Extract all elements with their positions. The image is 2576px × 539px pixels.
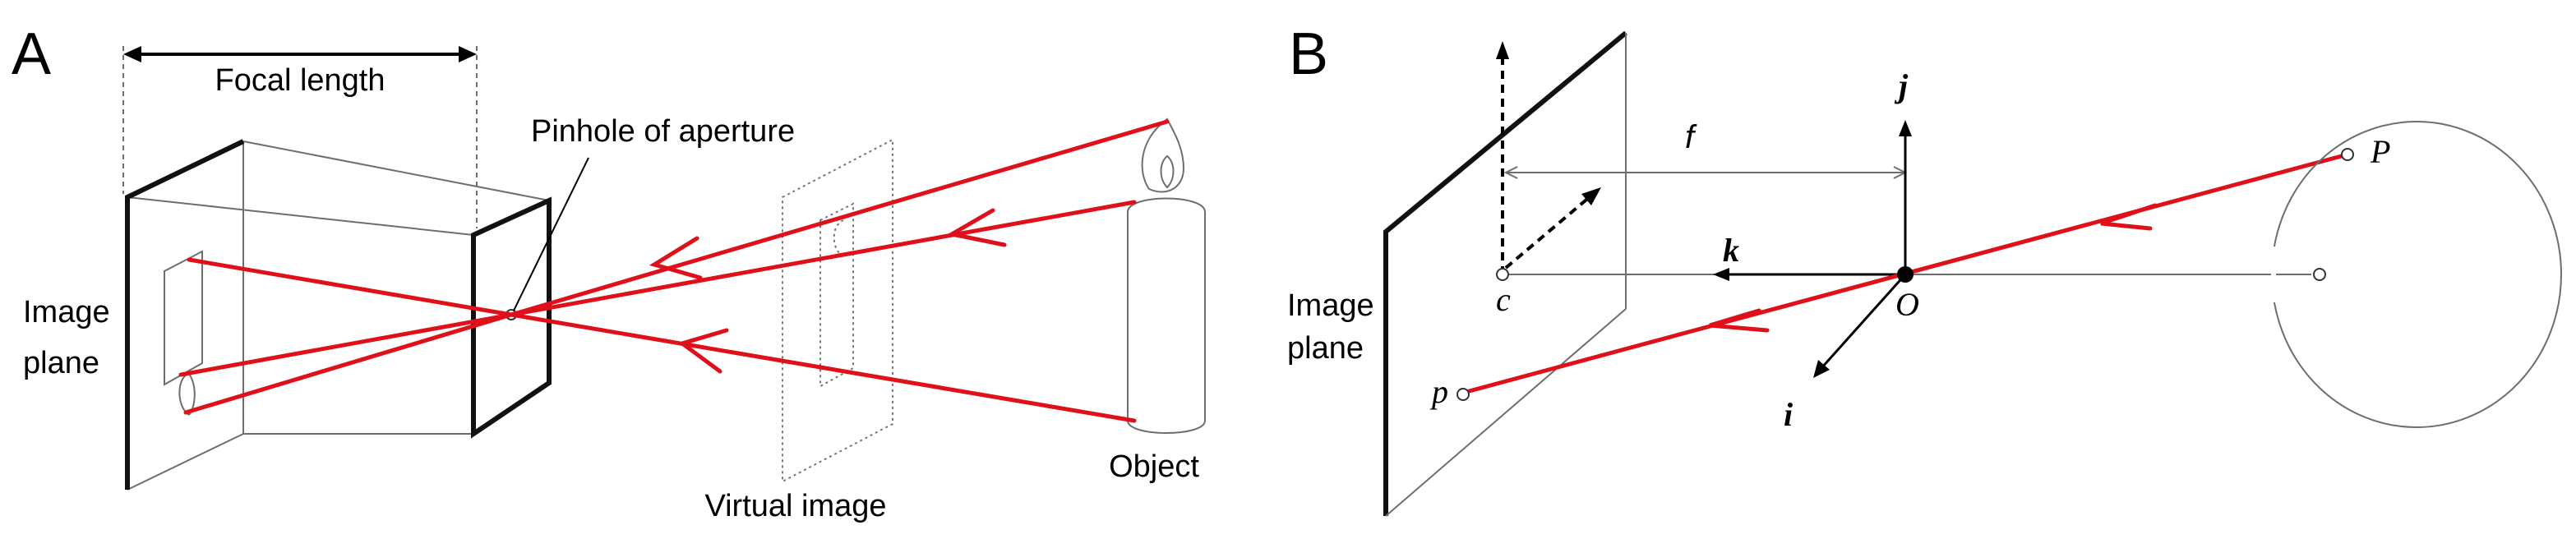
c-label: c bbox=[1496, 281, 1511, 318]
image-plane-label-a-2: plane bbox=[23, 346, 99, 380]
principal-point-c bbox=[1496, 268, 1509, 281]
image-plane-label-a-1: Image bbox=[23, 295, 110, 329]
inverted-candle-image bbox=[164, 250, 203, 416]
object-ellipse bbox=[2271, 121, 2562, 428]
panel-b: B Image plane f c bbox=[1287, 21, 2562, 517]
pinhole-leader-line bbox=[513, 157, 589, 311]
panel-a-letter: A bbox=[12, 21, 51, 87]
P-label: P bbox=[2370, 133, 2390, 170]
o-label: O bbox=[1895, 286, 1919, 323]
axis-point-on-object bbox=[2313, 268, 2326, 281]
focal-length-arrow bbox=[122, 46, 478, 228]
panel-a: A Focal length bbox=[12, 21, 1206, 523]
virtual-image-label: Virtual image bbox=[704, 489, 886, 523]
image-plane-label-b-1: Image bbox=[1287, 288, 1374, 323]
f-label: f bbox=[1685, 119, 1697, 155]
panel-b-letter: B bbox=[1289, 21, 1328, 87]
image-point-p bbox=[1457, 388, 1470, 401]
candle-object bbox=[1127, 117, 1206, 434]
camera-box bbox=[125, 139, 552, 491]
focal-distance-f bbox=[1503, 166, 1908, 179]
image-plane-b bbox=[1383, 30, 1627, 517]
object-label: Object bbox=[1109, 449, 1199, 484]
world-point-P bbox=[2341, 148, 2354, 161]
image-plane-label-b-2: plane bbox=[1287, 331, 1364, 366]
k-label: k bbox=[1723, 232, 1739, 269]
optical-center-o bbox=[1897, 266, 1914, 283]
i-label: i bbox=[1784, 396, 1793, 433]
focal-length-label: Focal length bbox=[215, 63, 385, 98]
virtual-image-plane bbox=[782, 138, 893, 483]
p-label: p bbox=[1429, 373, 1448, 410]
image-plane-axes bbox=[1496, 41, 1601, 274]
camera-frame-axes bbox=[1713, 120, 1912, 378]
pinhole-label: Pinhole of aperture bbox=[531, 114, 795, 149]
light-rays-a bbox=[178, 119, 1170, 423]
j-label: j bbox=[1894, 67, 1909, 104]
